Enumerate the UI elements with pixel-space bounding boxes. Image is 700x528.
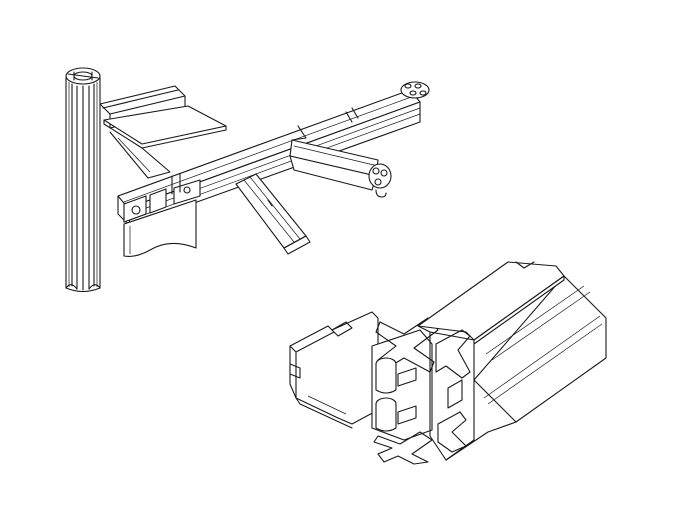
extruded-profile <box>417 261 607 461</box>
cross-arm <box>289 125 392 198</box>
connector-hardware <box>371 317 439 465</box>
hanging-plate <box>123 173 197 257</box>
assembly-perspective <box>65 67 430 293</box>
diagonal-strut <box>235 173 311 255</box>
shelf-plate <box>103 105 227 179</box>
vertical-column <box>65 67 101 293</box>
profile-section-block <box>289 311 379 429</box>
profile-joint-detail <box>289 261 607 465</box>
